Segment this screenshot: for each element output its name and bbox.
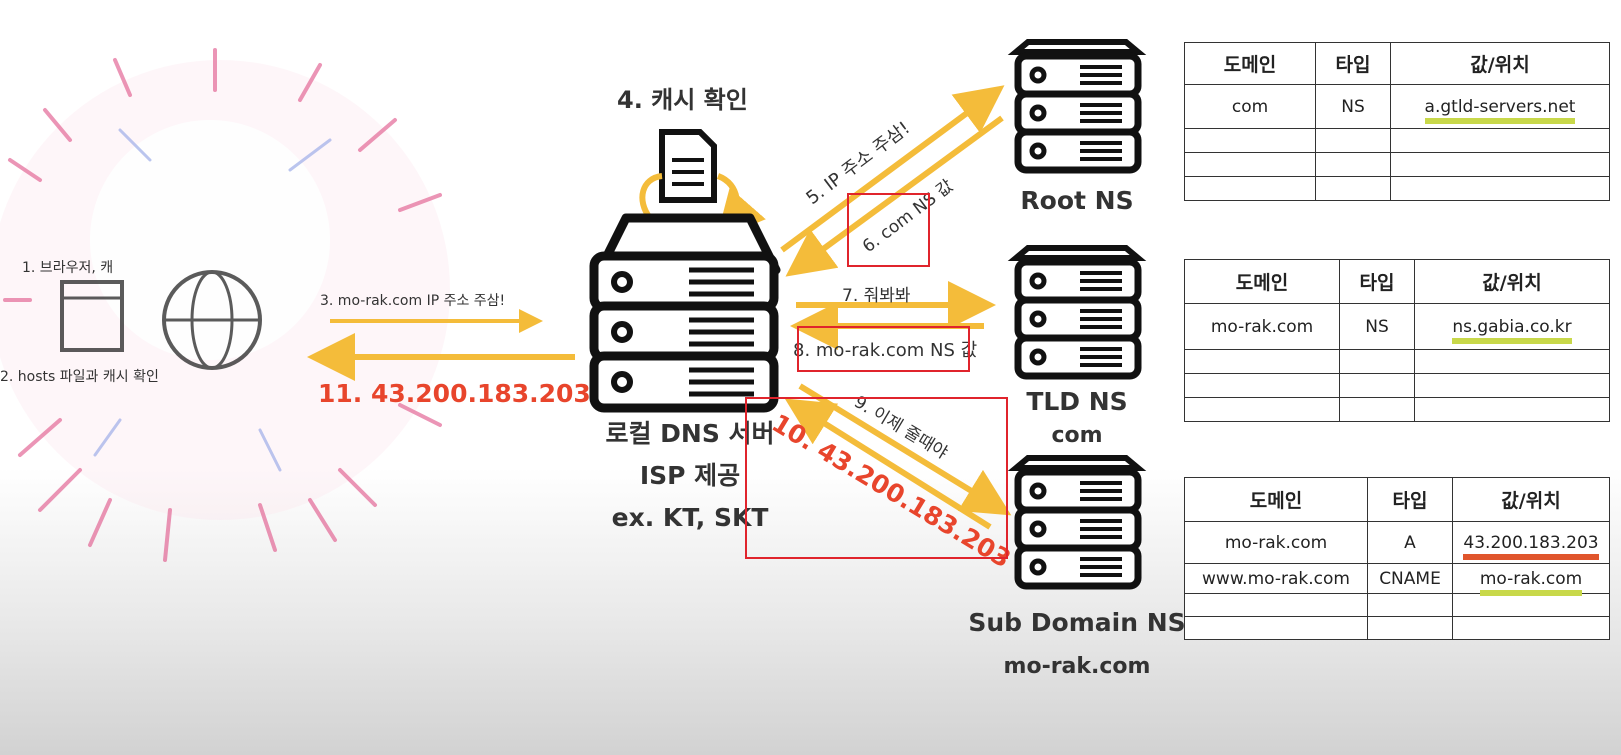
step2-label: 2. hosts 파일과 캐시 확인: [0, 369, 159, 385]
sub-row2-type: CNAME: [1368, 564, 1453, 594]
tld-header-type: 타입: [1340, 260, 1415, 304]
step3-label: 3. mo-rak.com IP 주소 주삼!: [320, 293, 505, 309]
step1-label: 1. 브라우저, 캐: [22, 260, 113, 276]
cache-document-icon: [642, 132, 737, 226]
sub-row1-type: A: [1368, 522, 1453, 564]
root-header-value: 값/위치: [1391, 43, 1610, 85]
step7-label: 7. 줘봐봐: [842, 286, 911, 306]
root-ns-server-icon: [1016, 42, 1138, 170]
tld-ns-label: TLD NS: [1026, 387, 1127, 416]
root-row-type: NS: [1316, 85, 1391, 129]
tld-ns-sub-label: com: [1051, 423, 1102, 448]
highlight-box-step9-10: [745, 397, 1008, 559]
tld-header-domain: 도메인: [1185, 260, 1340, 304]
root-header-domain: 도메인: [1185, 43, 1316, 85]
sub-header-type: 타입: [1368, 478, 1453, 522]
highlight-box-step8: [797, 326, 970, 372]
sub-domain-ns-table: 도메인 타입 값/위치 mo-rak.com A 43.200.183.203 …: [1184, 477, 1610, 640]
sub-domain-ns-label: Sub Domain NS: [968, 608, 1185, 637]
root-row-domain: com: [1185, 85, 1316, 129]
local-dns-server-icon: [594, 218, 776, 408]
sub-row1-domain: mo-rak.com: [1185, 522, 1368, 564]
highlight-box-step6: [847, 193, 930, 267]
root-ns-label: Root NS: [1020, 186, 1133, 215]
tld-header-value: 값/위치: [1415, 260, 1610, 304]
sub-header-value: 값/위치: [1453, 478, 1610, 522]
cache-check-label: 4. 캐시 확인: [617, 86, 748, 114]
sub-domain-ns-server-icon: [1016, 458, 1138, 586]
isp-label: ISP 제공: [640, 461, 740, 490]
sub-row1-value: 43.200.183.203: [1463, 533, 1598, 560]
tld-ns-table: 도메인 타입 값/위치 mo-rak.com NS ns.gabia.co.kr: [1184, 259, 1610, 422]
root-row-value: a.gtld-servers.net: [1425, 97, 1576, 124]
sub-row2-value: mo-rak.com: [1480, 569, 1582, 596]
tld-row-type: NS: [1340, 304, 1415, 350]
step11-label: 11. 43.200.183.203: [318, 379, 591, 408]
sub-domain-ns-sub-label: mo-rak.com: [1004, 654, 1151, 679]
root-ns-table: 도메인 타입 값/위치 com NS a.gtld-servers.net: [1184, 42, 1610, 201]
tld-row-domain: mo-rak.com: [1185, 304, 1340, 350]
sub-header-domain: 도메인: [1185, 478, 1368, 522]
sub-row2-domain: www.mo-rak.com: [1185, 564, 1368, 594]
tld-row-value: ns.gabia.co.kr: [1452, 317, 1571, 344]
root-header-type: 타입: [1316, 43, 1391, 85]
tld-ns-server-icon: [1016, 248, 1138, 376]
